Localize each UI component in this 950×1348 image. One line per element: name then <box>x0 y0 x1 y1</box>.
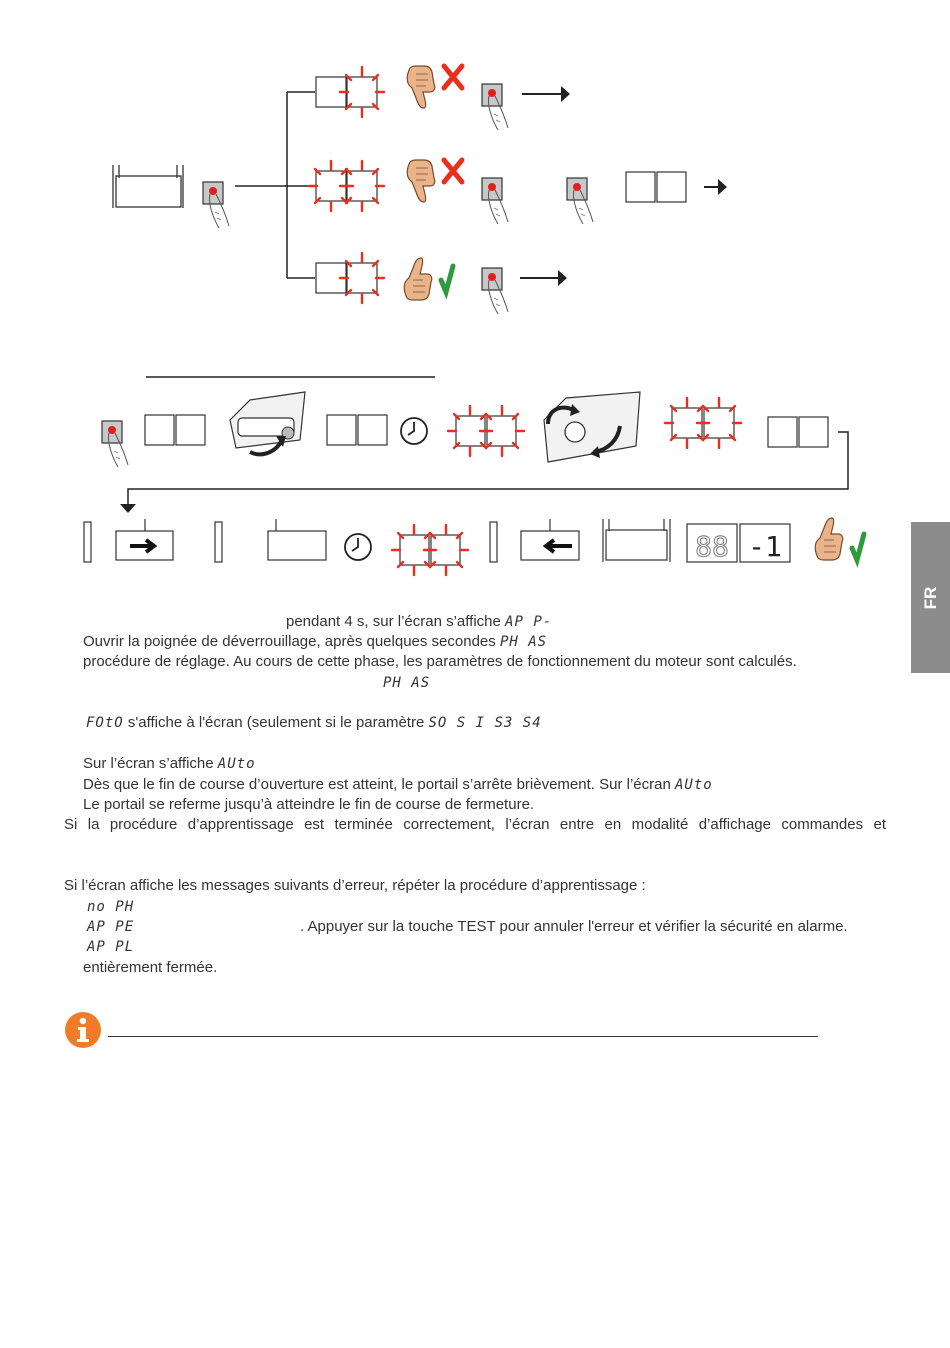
step-7: Dès que le fin de course d’ouverture est… <box>83 775 713 795</box>
branch-lines <box>235 91 315 279</box>
display-off <box>625 171 687 203</box>
motor-icon <box>267 519 327 561</box>
cross-icon <box>444 66 462 88</box>
thumbs-down-icon <box>406 65 436 109</box>
display-flash-right <box>315 251 386 305</box>
note-rule <box>108 1036 818 1037</box>
display-unit-icon <box>112 165 184 208</box>
connector-arrow <box>120 431 849 513</box>
thumbs-down-icon <box>406 159 436 203</box>
parameter-codes: SO S I S3 S4 <box>428 715 542 731</box>
arrow-right-icon <box>522 86 570 102</box>
step-4: PH AS <box>383 673 430 693</box>
display-code: AUto <box>217 756 256 772</box>
display-code: AP P- <box>505 614 553 630</box>
step-2: Ouvrir la poignée de déverrouillage, apr… <box>83 632 547 652</box>
display-flash-both <box>390 523 470 577</box>
check-icon <box>441 266 453 292</box>
language-tab-label: FR <box>920 586 940 609</box>
gate-icon <box>83 519 223 563</box>
button-press-icon <box>481 83 509 131</box>
thumbs-up-icon <box>403 257 433 301</box>
info-icon <box>65 1012 101 1048</box>
arrow-right-icon <box>704 179 727 195</box>
step-7-text: Dès que le fin de course d’ouverture est… <box>83 776 671 793</box>
arrow-right-icon <box>520 270 567 286</box>
display-left-digits: 88 <box>695 530 729 563</box>
error-code: AP PE <box>87 919 135 935</box>
display-flash-right <box>315 65 386 119</box>
clock-icon <box>400 417 428 445</box>
step-6-text: Sur l’écran s’affiche <box>83 755 214 772</box>
display-off <box>144 414 206 446</box>
step-2-text: Ouvrir la poignée de déverrouillage, apr… <box>83 633 496 650</box>
unlock-handle-icon <box>229 391 306 457</box>
error-2: AP PE <box>87 917 134 937</box>
errors-intro: Si l’écran affiche les messages suivants… <box>64 877 646 894</box>
language-tab: FR <box>911 522 950 673</box>
error-2-text: . Appuyer sur la touche TEST pour annule… <box>300 918 848 935</box>
step-9: Si la procédure d’apprentissage est term… <box>64 816 886 833</box>
display-code: PH AS <box>383 675 431 691</box>
step-5: FOtO s'affiche à l'écran (seulement si l… <box>86 713 542 733</box>
step-1: pendant 4 s, sur l’écran s’affiche AP P- <box>286 612 552 632</box>
display-flash-both <box>307 159 386 213</box>
cross-icon <box>444 160 462 182</box>
error-3: AP PL <box>87 937 134 957</box>
procedure-diagram: 88 -1 <box>83 0 950 577</box>
display-right-digits: -1 <box>748 530 782 563</box>
button-press-icon <box>202 181 230 229</box>
button-press-icon <box>101 420 129 468</box>
error-code: no PH <box>87 899 135 915</box>
display-unit-icon <box>602 519 671 562</box>
check-icon <box>852 534 864 560</box>
button-press-icon <box>481 177 509 225</box>
display-code: AUto <box>674 777 713 793</box>
step-8: Le portail se referme jusqu’à atteindre … <box>83 796 535 813</box>
error-code: AP PL <box>87 939 135 955</box>
display-code: PH AS <box>499 634 548 650</box>
error-1: no PH <box>87 897 134 917</box>
gate-closing-icon <box>489 519 580 563</box>
thumbs-up-icon <box>814 517 844 561</box>
button-press-icon <box>481 267 509 315</box>
display-off <box>326 414 388 446</box>
lock-handle-icon <box>543 391 641 463</box>
display-flash-left <box>663 396 743 450</box>
errors-tail: entièrement fermée. <box>83 959 218 976</box>
step-5-text: s'affiche à l'écran (seulement si le par… <box>127 714 425 731</box>
step-1-text: pendant 4 s, sur l’écran s’affiche <box>286 613 501 630</box>
step-3: procédure de réglage. Au cours de cette … <box>83 653 797 670</box>
display-off <box>767 416 829 448</box>
button-press-icon <box>566 177 594 225</box>
step-6: Sur l’écran s’affiche AUto <box>83 754 256 774</box>
seven-segment-display: 88 -1 <box>686 523 791 564</box>
clock-icon <box>344 533 372 561</box>
display-code: FOtO <box>86 715 124 731</box>
display-flash-both <box>446 404 526 458</box>
